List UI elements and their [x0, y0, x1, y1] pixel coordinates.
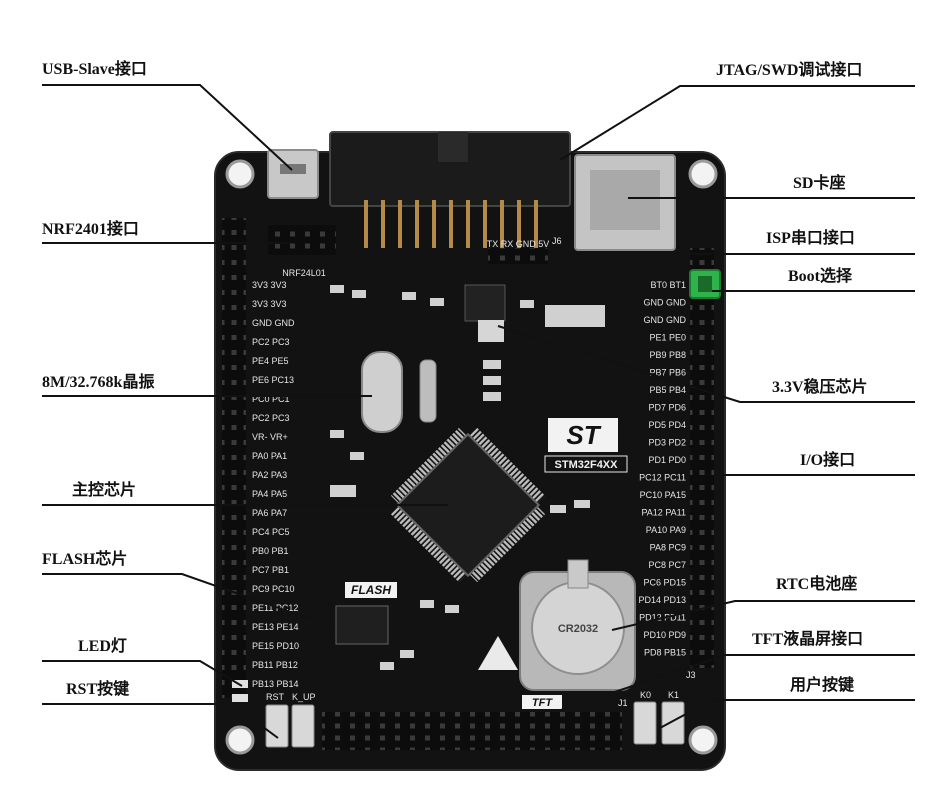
j3-silk: J3 — [686, 670, 696, 680]
right-pin-label-21: PD8 PB15 — [644, 648, 686, 658]
left-pin-label-14: PB0 PB1 — [252, 546, 289, 556]
right-pin-label-17: PC6 PD15 — [643, 578, 686, 588]
k1-silk: K1 — [668, 690, 679, 700]
callout-rtc: RTC电池座 — [776, 576, 858, 593]
left-pin-label-10: PA2 PA3 — [252, 470, 287, 480]
right-pin-label-11: PC12 PC11 — [639, 473, 686, 483]
esd-warning-icon — [478, 636, 518, 670]
rst-silk: RST — [266, 692, 285, 702]
callout-mcu: 主控芯片 — [72, 482, 137, 499]
right-pin-label-16: PC8 PC7 — [648, 560, 686, 570]
callout-isp: ISP串口接口 — [766, 230, 855, 247]
callout-nrf: NRF2401接口 — [42, 221, 139, 238]
regulator-chip — [464, 284, 506, 342]
right-pin-label-1: GND GND — [644, 298, 687, 308]
left-pin-label-3: PC2 PC3 — [252, 337, 290, 347]
right-pin-label-7: PD7 PD6 — [648, 403, 686, 413]
jtag-connector — [329, 131, 571, 248]
battery-silk: CR2032 — [558, 623, 598, 635]
kup-key — [291, 704, 315, 748]
right-pin-label-5: PB7 PB6 — [649, 368, 686, 378]
smd-components — [330, 285, 605, 670]
callout-flash: FLASH芯片 — [42, 551, 128, 568]
left-pin-label-18: PE13 PE14 — [252, 622, 299, 632]
boot-jumper — [689, 269, 721, 299]
right-pin-label-14: PA10 PA9 — [646, 525, 686, 535]
left-pin-label-6: PC0 PC1 — [252, 394, 290, 404]
callout-user-keys: 用户按键 — [790, 677, 855, 694]
st-logo: ST — [548, 418, 618, 452]
right-pin-label-4: PB9 PB8 — [649, 350, 686, 360]
k0-key — [633, 701, 657, 745]
left-pin-label-5: PE6 PC13 — [252, 375, 294, 385]
rtc-battery-holder — [519, 559, 636, 691]
k0-silk: K0 — [640, 690, 651, 700]
isp-header — [488, 248, 548, 264]
mcu-model-silk: STM32F4XX — [555, 459, 619, 471]
left-pin-label-16: PC9 PC10 — [252, 584, 295, 594]
left-pin-label-13: PC4 PC5 — [252, 527, 290, 537]
right-pin-label-12: PC10 PA15 — [640, 490, 686, 500]
nrf-header — [268, 225, 336, 255]
callout-io: I/O接口 — [800, 452, 856, 469]
right-pin-label-9: PD3 PD2 — [648, 438, 686, 448]
right-pin-label-3: PE1 PE0 — [649, 333, 686, 343]
left-pin-label-21: PB13 PB14 — [252, 679, 299, 689]
right-pin-label-13: PA12 PA11 — [641, 508, 686, 518]
left-pin-label-17: PE11 PC12 — [252, 603, 298, 613]
mounting-holes — [225, 159, 718, 755]
right-pin-label-0: BT0 BT1 — [650, 280, 686, 290]
flash-silk: FLASH — [351, 583, 391, 597]
left-pin-label-19: PE15 PD10 — [252, 641, 299, 651]
buttons — [265, 701, 685, 748]
callout-rst: RST按键 — [66, 681, 130, 698]
callout-regulator: 3.3V稳压芯片 — [772, 379, 868, 396]
svg-text:ST: ST — [566, 420, 601, 450]
flash-chip — [335, 605, 389, 645]
left-pin-label-11: PA4 PA5 — [252, 489, 287, 499]
usb-connector — [267, 149, 319, 199]
left-pin-label-8: VR- VR+ — [252, 432, 288, 442]
tft-silk: TFT — [532, 697, 553, 709]
callout-lines — [42, 84, 915, 739]
j1-silk: J1 — [618, 698, 628, 708]
left-pin-label-2: GND GND — [252, 318, 295, 328]
callout-led: LED灯 — [78, 638, 127, 655]
right-pin-label-2: GND GND — [644, 315, 687, 325]
callout-boot: Boot选择 — [788, 268, 853, 285]
kup-silk: K_UP — [292, 692, 316, 702]
right-pin-label-15: PA8 PC9 — [650, 543, 686, 553]
left-pin-label-9: PA0 PA1 — [252, 451, 287, 461]
k1-key — [661, 701, 685, 745]
crystal-oscillator — [361, 351, 437, 433]
left-pin-label-15: PC7 PB1 — [252, 565, 289, 575]
left-pin-label-1: 3V3 3V3 — [252, 299, 287, 309]
callout-tft: TFT液晶屏接口 — [752, 631, 864, 648]
left-pin-label-20: PB11 PB12 — [252, 660, 298, 670]
left-pin-label-4: PE4 PE5 — [252, 356, 289, 366]
j6-silk: J6 — [552, 236, 562, 246]
sd-card-socket — [574, 154, 676, 251]
callout-sd: SD卡座 — [793, 175, 846, 192]
callout-jtag: JTAG/SWD调试接口 — [716, 62, 863, 79]
nrf-silk: NRF24L01 — [282, 268, 326, 278]
left-pin-label-0: 3V3 3V3 — [252, 280, 287, 290]
right-pin-label-18: PD14 PD13 — [638, 595, 686, 605]
mcu-chip — [390, 427, 546, 583]
right-pin-label-6: PB5 PB4 — [649, 385, 686, 395]
right-pin-label-20: PD10 PD9 — [643, 630, 686, 640]
callout-usb-slave: USB-Slave接口 — [42, 61, 147, 78]
left-pin-label-12: PA6 PA7 — [252, 508, 287, 518]
isp-pins-silk: TX RX GND 5V — [487, 239, 550, 249]
rst-key — [265, 704, 289, 748]
callout-crystal: 8M/32.768k晶振 — [42, 374, 155, 391]
left-pin-label-7: PC2 PC3 — [252, 413, 290, 423]
tft-header — [322, 712, 622, 750]
right-pin-label-8: PD5 PD4 — [648, 420, 686, 430]
right-pin-label-10: PD1 PD0 — [648, 455, 686, 465]
